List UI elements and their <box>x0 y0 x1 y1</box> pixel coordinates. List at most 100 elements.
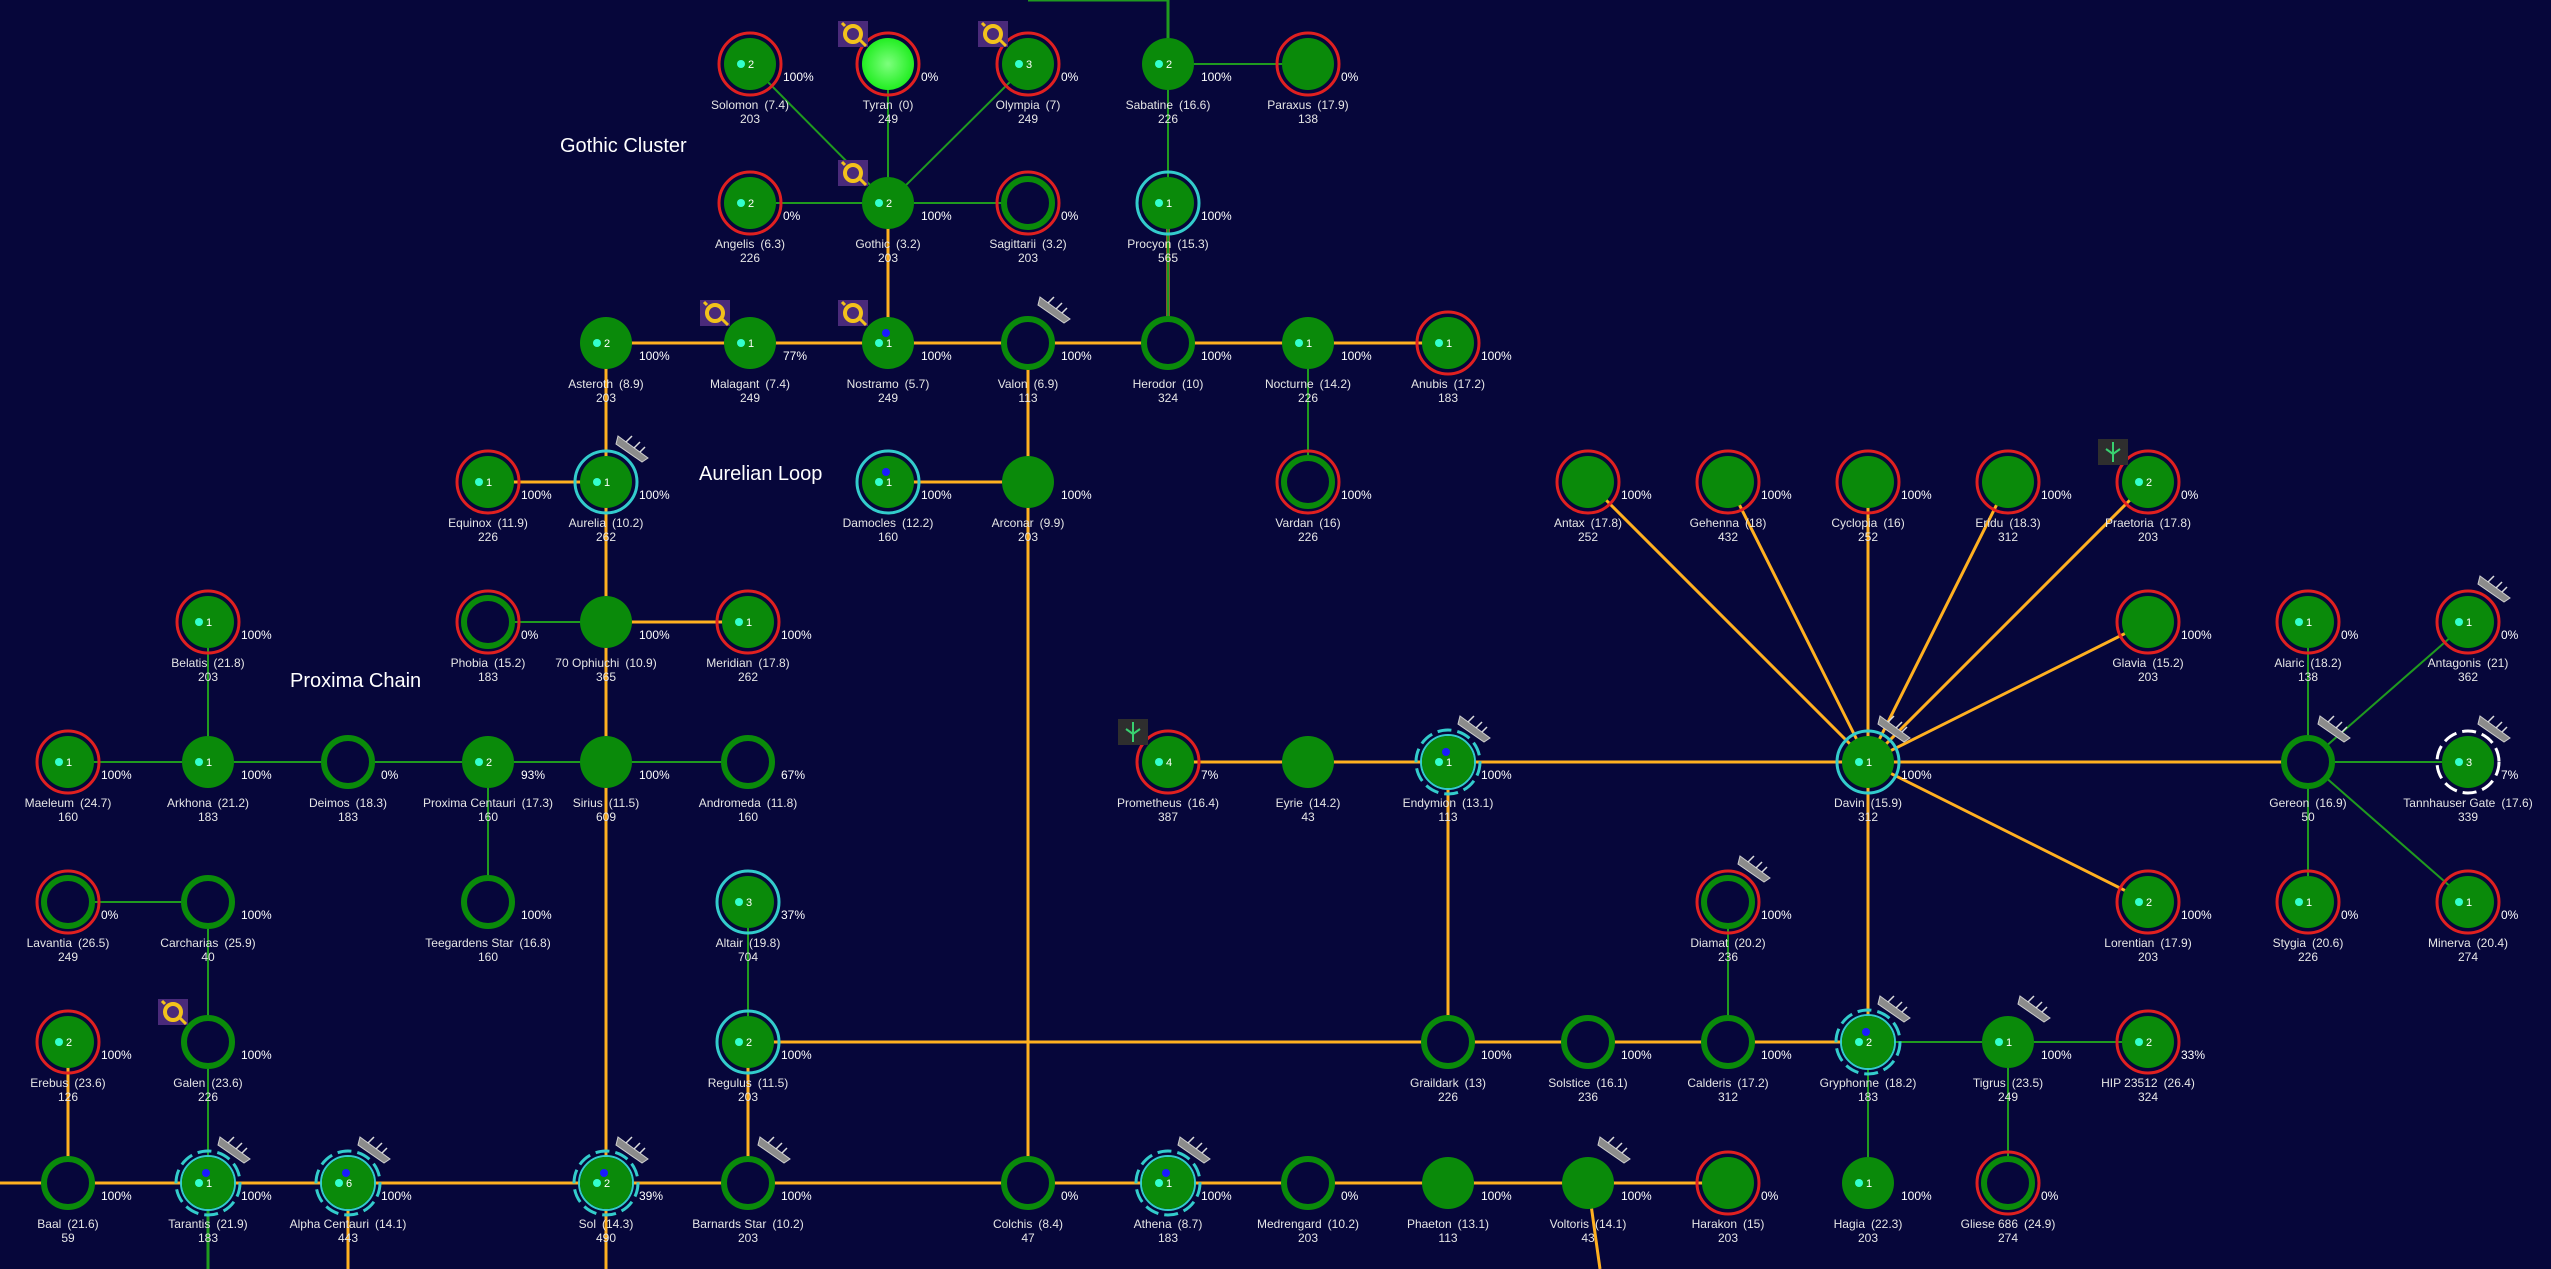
fleet-dot-icon <box>475 478 483 486</box>
system-cyclopia[interactable]: 100%Cyclopia(16)252 <box>1831 449 1932 544</box>
system-name-label: Anubis(17.2) <box>1411 377 1485 391</box>
system-sirius[interactable]: 100%Sirius(11.5)609 <box>573 736 670 824</box>
warship-icon <box>1457 715 1491 743</box>
system-sol[interactable]: 239%Sol(14.3)490 <box>572 1136 663 1245</box>
system-eyrie[interactable]: Eyrie(14.2)43 <box>1276 736 1341 824</box>
ownership-ring <box>1695 1150 1761 1216</box>
control-percent: 100% <box>1901 1189 1932 1203</box>
system-galen[interactable]: 100%Galen(23.6)226 <box>158 999 272 1104</box>
siege-inner-ring <box>578 1155 634 1211</box>
system-deimos[interactable]: 0%Deimos(18.3)183 <box>309 735 399 824</box>
fleet-dot-icon <box>2455 618 2463 626</box>
system-praetoria[interactable]: 20%Praetoria(17.8)203 <box>2098 439 2199 544</box>
system-sagittarii[interactable]: 0%Sagittarii(3.2)203 <box>989 170 1079 265</box>
system-proxima[interactable]: 293%Proxima Centauri(17.3)160 <box>423 736 553 824</box>
system-ophiuchi[interactable]: 100%70 Ophiuchi(10.9)365 <box>555 596 670 684</box>
system-teegardens[interactable]: 100%Teegardens Star(16.8)160 <box>425 875 552 964</box>
system-eridu[interactable]: 100%Eridu(18.3)312 <box>1975 449 2072 544</box>
system-antagonis[interactable]: 10%Antagonis(21)362 <box>2428 575 2519 684</box>
system-stygia[interactable]: 10%Stygia(20.6)226 <box>2273 869 2359 964</box>
fleet-count: 1 <box>206 757 212 769</box>
system-gereon[interactable]: Gereon(16.9)50 <box>2269 715 2351 824</box>
system-glavia[interactable]: 100%Glavia(15.2)203 <box>2112 589 2212 684</box>
system-arconar[interactable]: 100%Arconar(9.9)203 <box>992 456 1092 544</box>
fleet-dot-icon <box>1015 60 1023 68</box>
system-herodor[interactable]: 100%Herodor(10)324 <box>1133 316 1232 405</box>
system-diamat[interactable]: 100%Diamat(20.2)236 <box>1690 855 1792 964</box>
system-vardan[interactable]: 100%Vardan(16)226 <box>1275 449 1372 544</box>
system-calderis[interactable]: 100%Calderis(17.2)312 <box>1687 1015 1792 1104</box>
system-antax[interactable]: 100%Antax(17.8)252 <box>1554 449 1652 544</box>
system-phaeton[interactable]: 100%Phaeton(13.1)113 <box>1407 1157 1512 1245</box>
system-count-label: 113 <box>1438 810 1457 824</box>
system-olympia[interactable]: 30%Olympia(7)249 <box>978 21 1079 126</box>
ownership-ring <box>2275 869 2341 935</box>
system-medrengard[interactable]: 0%Medrengard(10.2)203 <box>1257 1156 1359 1245</box>
system-prometheus[interactable]: 47%Prometheus(16.4)387 <box>1117 719 1219 824</box>
system-angelis[interactable]: 20%Angelis(6.3)226 <box>715 170 801 265</box>
system-count-label: 365 <box>596 670 616 684</box>
system-lavantia[interactable]: 0%Lavantia(26.5)249 <box>27 869 119 964</box>
system-gehenna[interactable]: 100%Gehenna(18)432 <box>1690 449 1792 544</box>
planet-icon <box>2282 596 2334 648</box>
system-andromeda[interactable]: 67%Andromeda(11.8)160 <box>699 735 806 824</box>
planet-icon <box>724 317 776 369</box>
system-tyran[interactable]: 0%Tyran(0)249 <box>838 21 939 126</box>
siege-inner-ring <box>180 1155 236 1211</box>
system-hip[interactable]: 233%HIP 23512(26.4)324 <box>2101 1009 2205 1104</box>
fleet-dot-icon <box>195 618 203 626</box>
system-name-label: Praetoria(17.8) <box>2105 516 2191 530</box>
system-minerva[interactable]: 10%Minerva(20.4)274 <box>2428 869 2519 964</box>
system-malagant[interactable]: 177%Malagant(7.4)249 <box>700 300 807 405</box>
system-baal[interactable]: 100%Baal(21.6)59 <box>37 1156 132 1245</box>
system-barnards[interactable]: 100%Barnards Star(10.2)203 <box>692 1136 812 1245</box>
system-gliese[interactable]: 0%Gliese 686(24.9)274 <box>1961 1150 2059 1245</box>
system-altair[interactable]: 337%Altair(19.8)704 <box>715 869 806 964</box>
system-carcharias[interactable]: 100%Carcharias(25.9)40 <box>160 875 272 964</box>
ownership-ring <box>995 170 1061 236</box>
system-graildark[interactable]: 100%Graildark(13)226 <box>1410 1015 1512 1104</box>
system-count-label: 249 <box>878 391 898 405</box>
system-name-label: Andromeda(11.8) <box>699 796 798 810</box>
system-voltoris[interactable]: 100%Voltoris(14.1)43 <box>1550 1136 1652 1245</box>
planet-icon <box>462 456 514 508</box>
ownership-ring <box>717 170 783 236</box>
system-phobia[interactable]: 0%Phobia(15.2)183 <box>451 589 539 684</box>
system-paraxus[interactable]: 0%Paraxus(17.9)138 <box>1267 31 1359 126</box>
system-colchis[interactable]: 0%Colchis(8.4)47 <box>993 1156 1079 1245</box>
system-solstice[interactable]: 100%Solstice(16.1)236 <box>1548 1015 1652 1104</box>
system-tannhauser[interactable]: 37%Tannhauser Gate(17.6)339 <box>2403 715 2533 824</box>
system-alaric[interactable]: 10%Alaric(18.2)138 <box>2274 589 2359 684</box>
system-valon[interactable]: 100%Valon(6.9)113 <box>998 296 1092 405</box>
system-harakon[interactable]: 0%Harakon(15)203 <box>1692 1150 1779 1245</box>
control-percent: 100% <box>241 1048 272 1062</box>
control-percent: 100% <box>1201 349 1232 363</box>
